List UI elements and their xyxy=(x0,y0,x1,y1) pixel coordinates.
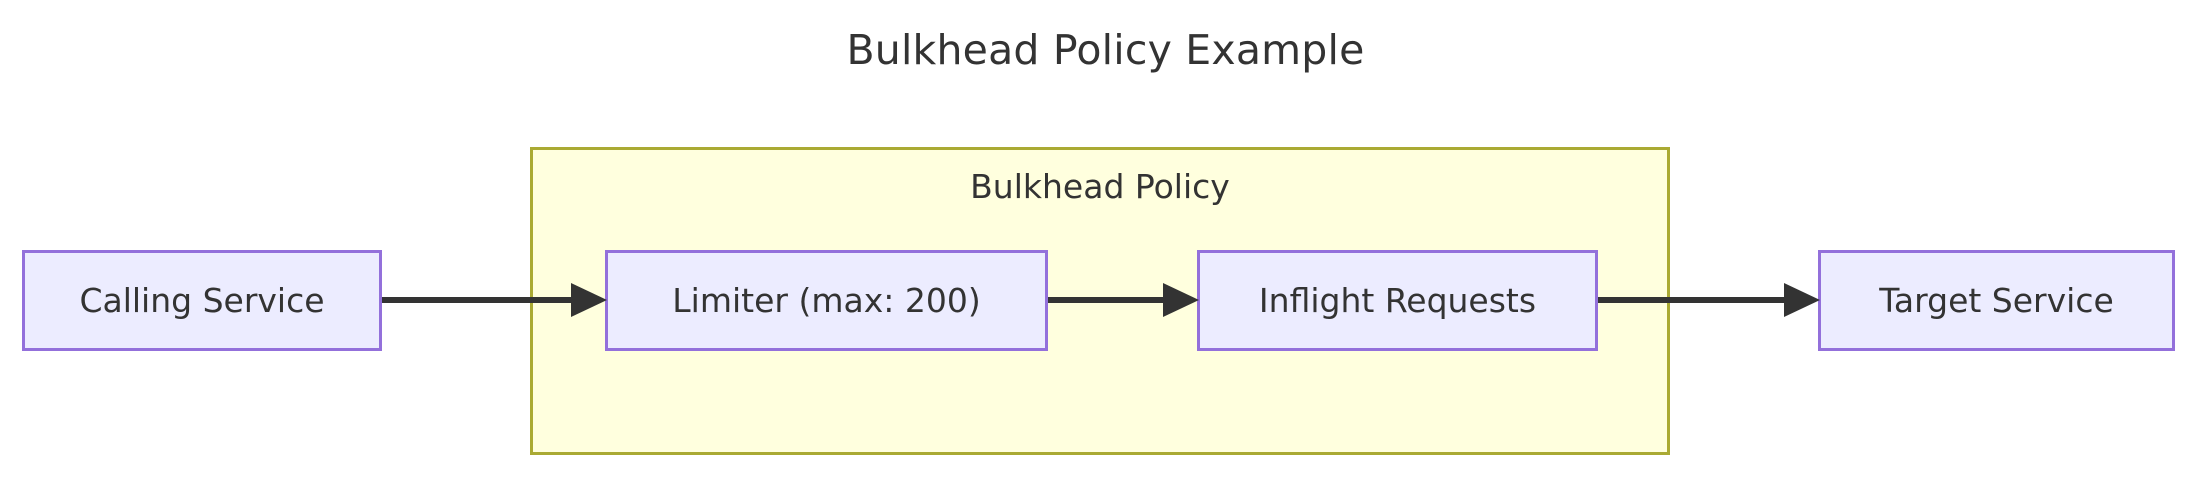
node-label-target-service: Target Service xyxy=(1879,281,2114,320)
diagram-title: Bulkhead Policy Example xyxy=(846,26,1365,74)
arrow-right-icon xyxy=(1784,283,1820,317)
arrow-right-icon xyxy=(1163,283,1199,317)
edge-calling-service-to-limiter xyxy=(382,283,607,317)
node-limiter[interactable]: Limiter (max: 200) xyxy=(605,250,1048,351)
edge-line xyxy=(1048,297,1165,303)
arrow-right-icon xyxy=(571,283,607,317)
node-inflight-requests[interactable]: Inflight Requests xyxy=(1197,250,1598,351)
node-label-inflight-requests: Inflight Requests xyxy=(1258,281,1537,320)
edge-line xyxy=(382,297,573,303)
cluster-label-bulkhead-policy: Bulkhead Policy xyxy=(970,167,1230,206)
node-label-limiter: Limiter (max: 200) xyxy=(672,281,981,320)
edge-limiter-to-inflight-requests xyxy=(1048,283,1199,317)
node-label-calling-service: Calling Service xyxy=(79,281,325,320)
node-calling-service[interactable]: Calling Service xyxy=(22,250,382,351)
edge-inflight-requests-to-target-service xyxy=(1598,283,1820,317)
edge-line xyxy=(1598,297,1786,303)
node-target-service[interactable]: Target Service xyxy=(1818,250,2175,351)
